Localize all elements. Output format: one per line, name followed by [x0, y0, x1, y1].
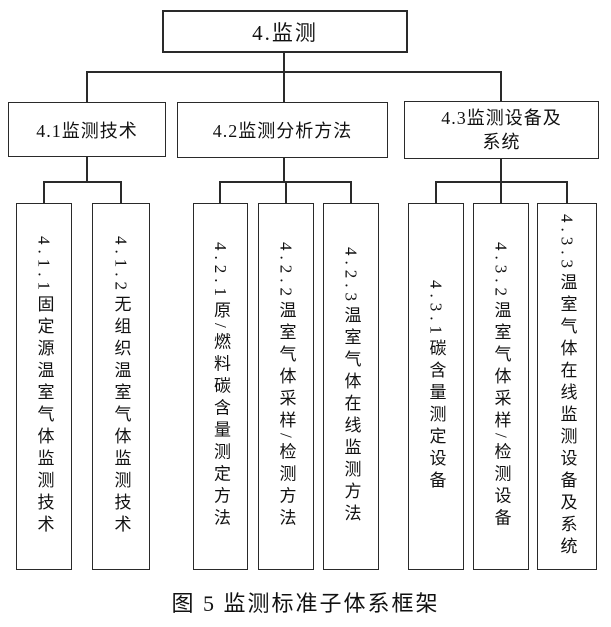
- root-box-monitoring: 4.监测: [162, 10, 408, 53]
- leaf-box-4-3-2: 4.3.2温室气体采样/检测设备: [473, 203, 529, 570]
- leaf-box-4-3-3: 4.3.3温室气体在线监测设备及系统: [537, 203, 597, 570]
- connector-line: [500, 71, 502, 102]
- connector-line: [86, 157, 88, 183]
- leaf-box-4-2-3: 4.2.3温室气体在线监测方法: [323, 203, 379, 570]
- leaf-label: 4.3.1碳含量测定设备: [426, 280, 446, 493]
- leaf-box-4-1-2: 4.1.2无组织温室气体监测技术: [92, 203, 150, 570]
- leaf-label: 4.1.1固定源温室气体监测技术: [34, 236, 54, 537]
- leaf-box-4-3-1: 4.3.1碳含量测定设备: [408, 203, 464, 570]
- group-label: 4.3监测设备及 系统: [441, 107, 562, 152]
- leaf-label: 4.2.2温室气体采样/检测方法: [276, 242, 296, 531]
- leaf-label: 4.3.3温室气体在线监测设备及系统: [557, 214, 577, 559]
- connector-line: [43, 181, 45, 203]
- connector-line: [86, 71, 88, 103]
- connector-line: [285, 181, 287, 203]
- root-label: 4.监测: [252, 20, 318, 45]
- figure-caption: 图 5 监测标准子体系框架: [171, 591, 440, 616]
- connector-line: [43, 181, 122, 183]
- connector-line: [500, 159, 502, 183]
- connector-line: [283, 71, 285, 103]
- leaf-box-4-1-1: 4.1.1固定源温室气体监测技术: [16, 203, 72, 570]
- leaf-label: 4.1.2无组织温室气体监测技术: [111, 236, 131, 537]
- connector-line: [350, 181, 352, 203]
- connector-line: [87, 71, 502, 73]
- connector-line: [283, 53, 285, 72]
- connector-line: [435, 181, 437, 203]
- connector-line: [283, 158, 285, 183]
- group-label: 4.1监测技术: [36, 120, 138, 141]
- leaf-label: 4.2.3温室气体在线监测方法: [341, 247, 361, 526]
- leaf-label: 4.2.1原/燃料碳含量测定方法: [211, 242, 230, 531]
- connector-line: [566, 181, 568, 203]
- leaf-label: 4.3.2温室气体采样/检测设备: [491, 242, 511, 531]
- group-box-4-1: 4.1监测技术: [8, 102, 166, 157]
- group-box-4-2: 4.2监测分析方法: [177, 102, 388, 158]
- leaf-box-4-2-1: 4.2.1原/燃料碳含量测定方法: [193, 203, 248, 570]
- leaf-box-4-2-2: 4.2.2温室气体采样/检测方法: [258, 203, 314, 570]
- group-label: 4.2监测分析方法: [212, 121, 353, 141]
- connector-line: [219, 181, 221, 203]
- group-box-4-3: 4.3监测设备及 系统: [404, 101, 599, 159]
- connector-line: [120, 181, 122, 203]
- connector-line: [500, 181, 502, 203]
